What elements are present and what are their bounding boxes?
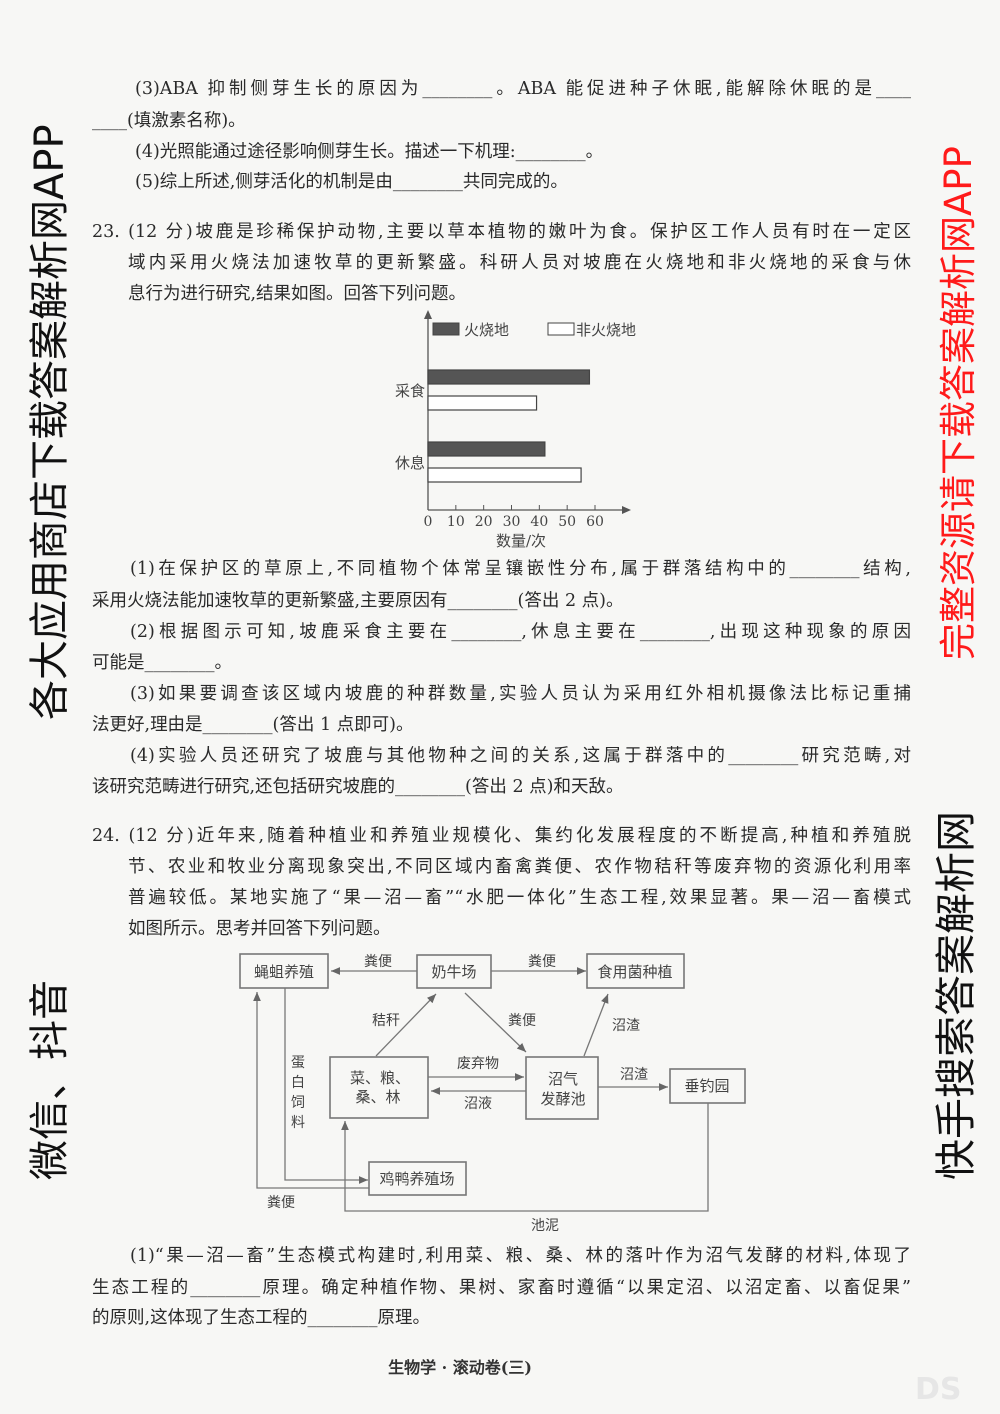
watermark-bottom-right: 快手搜索答案解析网 bbox=[932, 811, 980, 1180]
q23-sub4: (4)实验人员还研究了坡鹿与其他物种之间的关系,这属于群落中的________研… bbox=[130, 746, 911, 766]
node-biogas-label: 发酵池 bbox=[540, 1090, 585, 1108]
x-tick-label: 60 bbox=[586, 514, 604, 530]
q23-sub4-cont: 该研究范畴进行研究,还包括研究坡鹿的________(答出 2 点)和天敌。 bbox=[92, 777, 624, 797]
x-tick-label: 40 bbox=[530, 514, 548, 530]
q24-sub1-cont: 生态工程的________原理。确定种植作物、果树、家畜时遵循“以果定沼、以沼定… bbox=[92, 1278, 911, 1298]
q23-stem: 23. (12 分)坡鹿是珍稀保护动物,主要以草本植物的嫩叶为食。保护区工作人员… bbox=[92, 222, 911, 242]
q22-line-3-cont: ____(填激素名称)。 bbox=[92, 111, 246, 131]
edge-label: 白 bbox=[291, 1075, 305, 1091]
q22-line-3: (3)ABA 抑制侧芽生长的原因为________。ABA 能促进种子休眠,能解… bbox=[135, 79, 911, 99]
arrow-biogas-fungus bbox=[583, 993, 609, 1057]
edge-label: 沼液 bbox=[464, 1096, 492, 1112]
q22-line-4: (4)光照能通过途径影响侧芽生长。描述一下机理:________。 bbox=[135, 142, 604, 162]
arrow-poultry-maggot bbox=[253, 992, 369, 1189]
q23-stem: 息行为进行研究,结果如图。回答下列问题。 bbox=[128, 284, 467, 304]
node-fungus-label: 食用菌种植 bbox=[597, 963, 672, 981]
x-axis-label: 数量/次 bbox=[496, 532, 546, 550]
corner-logo: DS bbox=[915, 1372, 962, 1407]
q23-sub2-cont: 可能是________。 bbox=[92, 653, 232, 673]
watermark-bottom: 微信、抖音 bbox=[27, 980, 73, 1180]
x-tick-label: 0 bbox=[424, 514, 433, 530]
q23-sub3-cont: 法更好,理由是________(答出 1 点即可)。 bbox=[92, 715, 414, 735]
node-crops-label: 桑、林 bbox=[355, 1088, 400, 1106]
x-axis-arrow bbox=[622, 506, 631, 514]
q24-sub1-cont: 的原则,这体现了生态工程的________原理。 bbox=[92, 1308, 431, 1328]
edge-label: 秸秆 bbox=[372, 1013, 400, 1029]
node-crops-label: 菜、粮、 bbox=[350, 1069, 410, 1087]
arrow-dairy-biogas bbox=[464, 992, 527, 1053]
x-tick-label: 20 bbox=[475, 514, 493, 530]
bar-休息-火烧地 bbox=[427, 441, 546, 457]
node-biogas bbox=[525, 1056, 599, 1120]
q24-stem: 如图所示。思考并回答下列问题。 bbox=[128, 919, 391, 939]
node-maggot-label: 蝇蛆养殖 bbox=[254, 963, 314, 981]
edge-label: 蛋 bbox=[291, 1055, 305, 1071]
edge-label: 粪便 bbox=[508, 1013, 536, 1029]
q24-stem: 节、农业和牧业分离现象突出,不同区域内畜禽粪便、农作物秸秆等废弃物的资源化利用率 bbox=[128, 857, 911, 877]
q23-sub2: (2)根据图示可知,坡鹿采食主要在________,休息主要在________,… bbox=[130, 622, 911, 642]
node-dairy-label: 奶牛场 bbox=[431, 963, 476, 981]
bar-休息-非火烧地 bbox=[427, 467, 582, 483]
arrow-fishing-crops bbox=[341, 1103, 709, 1212]
edge-label: 沼渣 bbox=[612, 1018, 640, 1034]
node-biogas-label: 沼气 bbox=[548, 1070, 578, 1088]
q24-stem: 普遍较低。某地实施了“果—沼—畜”“水肥一体化”生态工程,效果显著。果—沼—畜模… bbox=[128, 888, 911, 908]
x-tick-label: 10 bbox=[447, 514, 465, 530]
node-crops bbox=[329, 1056, 429, 1119]
q23-sub1-cont: 采用火烧法能加速牧草的更新繁盛,主要原因有________(答出 2 点)。 bbox=[92, 591, 624, 611]
q22-line-5: (5)综上所述,侧芽活化的机制是由________共同完成的。 bbox=[135, 172, 568, 192]
node-poultry-label: 鸡鸭养殖场 bbox=[379, 1170, 454, 1188]
edge-label: 池泥 bbox=[531, 1218, 559, 1234]
edge-label: 粪便 bbox=[267, 1195, 295, 1211]
node-maggot bbox=[239, 953, 329, 989]
edge-label: 料 bbox=[291, 1115, 305, 1131]
arrow-crops-dairy bbox=[375, 993, 437, 1057]
legend-swatch-burned bbox=[432, 322, 460, 336]
edge-label: 粪便 bbox=[528, 954, 556, 970]
legend-label-burned: 火烧地 bbox=[464, 321, 509, 339]
node-fishing-label: 垂钓园 bbox=[684, 1077, 729, 1095]
flow-diagram: 蝇蛆养殖 奶牛场 食用菌种植 菜、粮、 桑、林 沼气 发酵池 垂钓园 鸡鸭养殖场… bbox=[239, 953, 746, 1234]
edge-label: 粪便 bbox=[364, 954, 392, 970]
legend-label-unburned: 非火烧地 bbox=[576, 321, 636, 339]
category-label: 采食 bbox=[395, 382, 425, 400]
x-tick-label: 50 bbox=[558, 514, 576, 530]
node-poultry bbox=[368, 1161, 467, 1196]
q23-sub1: (1)在保护区的草原上,不同植物个体常呈镶嵌性分布,属于群落结构中的______… bbox=[130, 559, 911, 579]
x-tick-label: 30 bbox=[503, 514, 521, 530]
q23-sub3: (3)如果要调查该区域内坡鹿的种群数量,实验人员认为采用红外相机摄像法比标记重捕 bbox=[130, 684, 911, 704]
y-axis-arrow bbox=[424, 310, 432, 319]
bar-采食-非火烧地 bbox=[427, 395, 538, 411]
watermark-center: 完整资源请下载答案解析网APP bbox=[937, 146, 980, 660]
arrow-maggot-poultry bbox=[284, 988, 368, 1184]
edge-label: 沼渣 bbox=[620, 1067, 648, 1083]
q24-sub1: (1)“果—沼—畜”生态模式构建时,利用菜、粮、桑、林的落叶作为沼气发酵的材料,… bbox=[130, 1246, 911, 1266]
edge-label: 废弃物 bbox=[457, 1056, 499, 1072]
edge-label: 饲 bbox=[291, 1095, 305, 1111]
watermark-top-left: 各大应用商店下载答案解析网APP bbox=[27, 124, 73, 720]
category-label: 休息 bbox=[395, 454, 425, 472]
bar-采食-火烧地 bbox=[427, 369, 591, 385]
node-fungus bbox=[586, 953, 685, 989]
q24-stem: 24. (12 分)近年来,随着种植业和养殖业规模化、集约化发展程度的不断提高,… bbox=[92, 826, 911, 846]
legend-swatch-unburned bbox=[547, 322, 575, 336]
q23-stem: 域内采用火烧法加速牧草的更新繁盛。科研人员对坡鹿在火烧地和非火烧地的采食与休 bbox=[128, 253, 911, 273]
page-footer: 生物学 · 滚动卷(三) bbox=[388, 1358, 532, 1377]
